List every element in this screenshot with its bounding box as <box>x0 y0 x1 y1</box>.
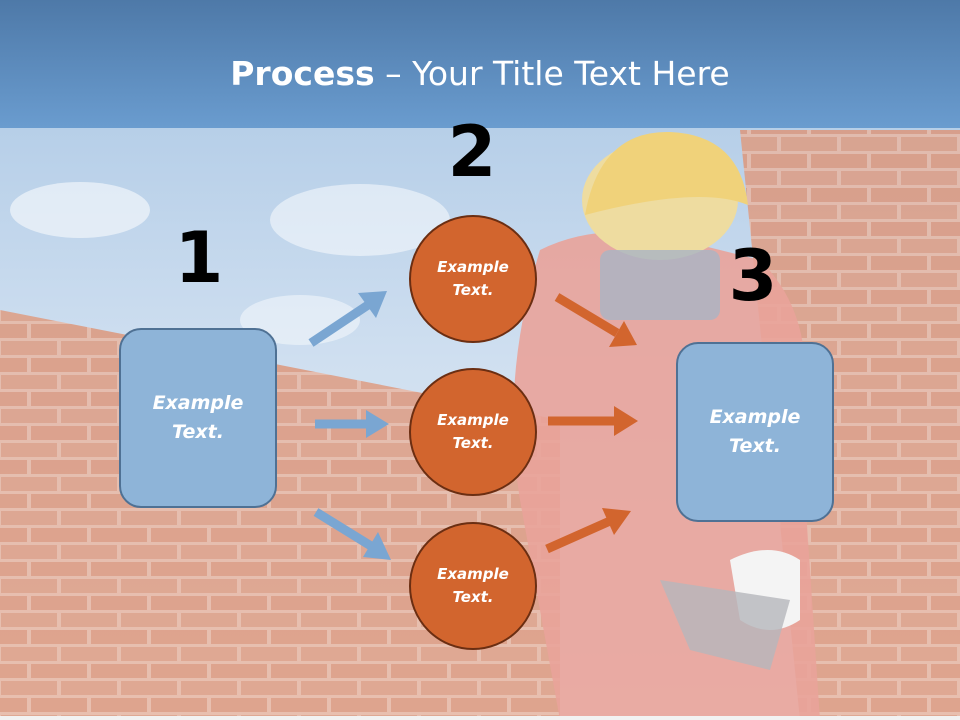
title-bold: Process <box>230 54 374 93</box>
step-number-1: 1 <box>159 218 239 298</box>
step-2-circle-middle-text: Example Text. <box>433 409 513 455</box>
step-3-box: Example Text. <box>676 342 834 522</box>
step-2-circle-bottom: Example Text. <box>409 522 537 650</box>
step-number-2: 2 <box>432 112 512 192</box>
step-2-circle-top: Example Text. <box>409 215 537 343</box>
title-rest: – Your Title Text Here <box>375 54 730 93</box>
step-1-box: Example Text. <box>119 328 277 508</box>
step-2-circle-bottom-text: Example Text. <box>433 563 513 609</box>
step-2-circle-middle: Example Text. <box>409 368 537 496</box>
step-3-box-text: Example Text. <box>700 403 810 461</box>
step-2-circle-top-text: Example Text. <box>433 256 513 302</box>
step-1-box-text: Example Text. <box>143 389 253 447</box>
slide-title: Process – Your Title Text Here <box>0 52 960 96</box>
step-number-3: 3 <box>713 236 793 316</box>
